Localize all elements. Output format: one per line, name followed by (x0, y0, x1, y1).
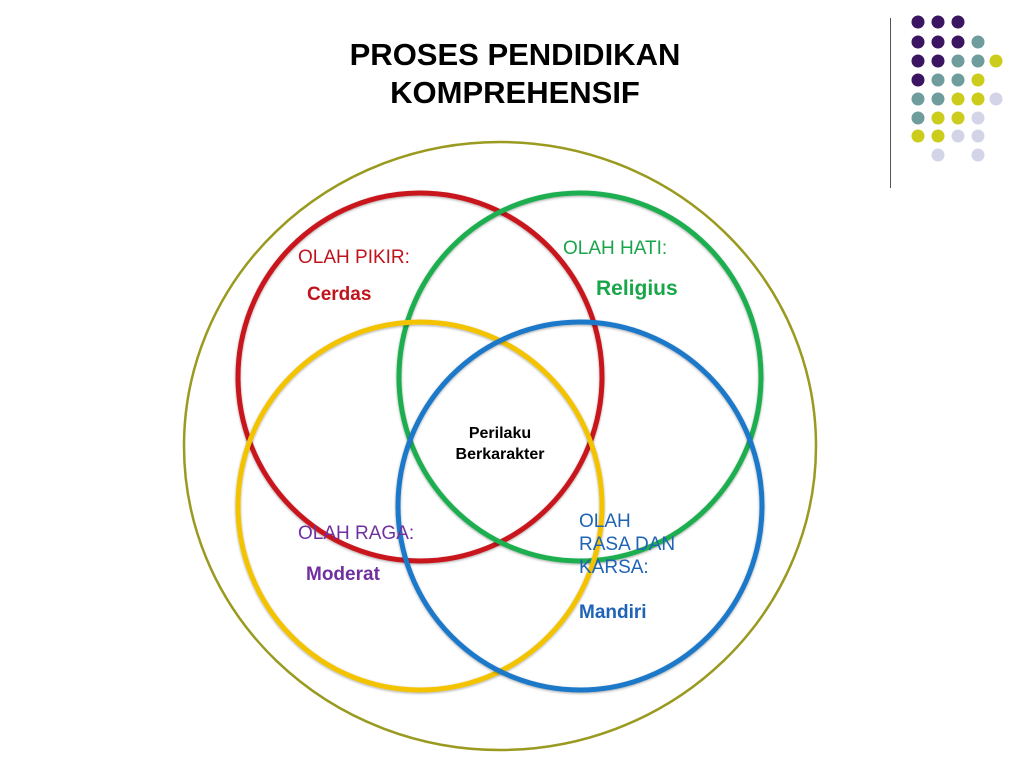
ring-olah-raga (235, 319, 605, 693)
olah-pikir-value: Cerdas (307, 284, 372, 305)
olah-hati-value: Religius (596, 277, 678, 300)
decorative-dot (911, 92, 925, 106)
center-label-line-1: Perilaku (468, 425, 532, 442)
ring-olah-hati (396, 190, 764, 564)
olah-rasa-heading-line-2: RASA DAN (579, 534, 676, 555)
decorative-dot (931, 54, 945, 68)
olah-raga-value: Moderat (306, 564, 380, 585)
decorative-dot (911, 35, 925, 49)
center-label: Perilaku Berkarakter (430, 423, 570, 465)
olah-pikir-heading: OLAH PIKIR: (298, 247, 410, 268)
decorative-dot (951, 129, 965, 143)
decorative-dot (971, 92, 985, 106)
olah-raga-heading: OLAH RAGA: (298, 523, 415, 544)
decorative-dot (971, 73, 985, 87)
center-label-line-2: Berkarakter (455, 446, 545, 463)
decorative-dot (931, 73, 945, 87)
decorative-dot (971, 129, 985, 143)
decorative-dot (931, 111, 945, 125)
slide-title-line-1: PROSES PENDIDIKAN (349, 37, 681, 72)
olah-rasa-heading: OLAH RASA DAN KARSA: (579, 510, 709, 579)
decorative-dot (931, 148, 945, 162)
olah-hati-heading: OLAH HATI: (563, 238, 668, 259)
decorative-dot (971, 35, 985, 49)
decorative-dot (951, 73, 965, 87)
ring-olah-rasa (395, 319, 765, 693)
decorative-dot (931, 15, 945, 29)
decorative-dot (951, 15, 965, 29)
slide-title-line-2: KOMPREHENSIF (390, 75, 640, 110)
olah-rasa-value: Mandiri (579, 602, 647, 623)
ring-olah-pikir (235, 190, 605, 564)
olah-rasa-heading-line-1: OLAH (579, 511, 631, 532)
decorative-dot (931, 129, 945, 143)
decorative-dot (931, 92, 945, 106)
decorative-dot (951, 35, 965, 49)
decorative-dot-grid (911, 15, 1003, 162)
slide-title: PROSES PENDIDIKAN KOMPREHENSIF (300, 36, 730, 112)
outer-circle (182, 140, 818, 752)
decorative-dot (911, 111, 925, 125)
decorative-dot (911, 73, 925, 87)
decorative-vertical-divider (890, 18, 891, 188)
decorative-dot (971, 111, 985, 125)
decorative-dot (931, 35, 945, 49)
olah-rasa-heading-line-3: KARSA: (579, 557, 649, 578)
decorative-dot (989, 54, 1003, 68)
decorative-dot (971, 148, 985, 162)
decorative-dot (911, 129, 925, 143)
decorative-dot (951, 54, 965, 68)
decorative-dot (911, 15, 925, 29)
decorative-dot (911, 54, 925, 68)
decorative-dot (951, 111, 965, 125)
decorative-dot (989, 92, 1003, 106)
decorative-dot (971, 54, 985, 68)
decorative-dot (951, 92, 965, 106)
